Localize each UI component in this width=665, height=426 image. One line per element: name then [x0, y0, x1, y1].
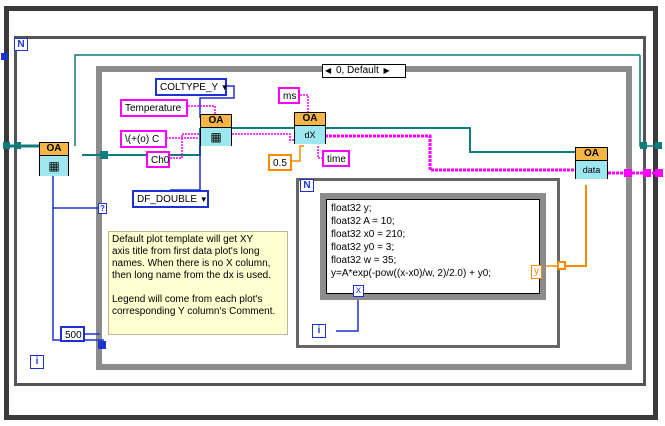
formula-line: float32 y0 = 3;	[331, 242, 395, 253]
formula-line: y=A*exp(-pow((x-x0)/w, 2)/2.0) + y0;	[331, 268, 492, 279]
oa-node-data-body: data	[576, 161, 607, 179]
oa-node-data-label: OA	[576, 148, 607, 161]
comment-line: corresponding Y column's Comment.	[112, 306, 276, 317]
str-wire-ch0	[170, 133, 200, 159]
oa-node-left[interactable]: OA ▦	[39, 142, 69, 176]
right-tunnel-2[interactable]	[655, 142, 662, 149]
dtype-constant[interactable]: DF_DOUBLE ▼	[132, 190, 209, 208]
comment-line: names. When there is no X column,	[112, 258, 271, 269]
left-tunnel-blue[interactable]	[1, 53, 8, 60]
coltype-constant[interactable]: COLTYPE_Y ▼	[155, 78, 229, 96]
formula-input-x[interactable]: x	[353, 285, 364, 297]
coltype-value: COLTYPE_Y	[160, 82, 218, 93]
chevron-down-icon: ▼	[199, 195, 208, 204]
left-tunnel-2[interactable]	[14, 142, 21, 149]
ms-constant[interactable]: ms	[278, 87, 300, 104]
int-wire-coltype	[199, 85, 235, 118]
right-tunnel-pink-1[interactable]	[624, 169, 632, 177]
comment-line: Default plot template will get XY	[112, 234, 254, 245]
formula-node-text[interactable]: float32 y; float32 A = 10; float32 x0 = …	[326, 199, 540, 294]
dx-constant[interactable]: 0.5	[268, 154, 292, 171]
outer-loop-count-terminal[interactable]: N	[14, 38, 28, 51]
oa-node-dx-body: dX	[295, 126, 325, 144]
count-constant[interactable]: 500	[60, 326, 85, 342]
right-tunnel-pink-2[interactable]	[643, 169, 651, 177]
float-wire-dx	[292, 145, 304, 162]
case-next-arrow[interactable]: ▶	[383, 66, 390, 75]
formula-line: float32 y;	[331, 203, 372, 214]
int-wire-left	[52, 176, 104, 341]
oa-node-data[interactable]: OA data	[575, 147, 608, 179]
ref-wire-top	[74, 54, 640, 146]
temperature-constant[interactable]: Temperature	[120, 99, 188, 117]
block-diagram-comment: Default plot template will get XY axis t…	[108, 231, 288, 335]
comment-line: axis title from first data plot's long	[112, 246, 260, 257]
unwired-terminal[interactable]: ?	[98, 203, 107, 214]
oa-node-middle-label: OA	[201, 115, 231, 128]
chevron-down-icon: ▼	[220, 83, 229, 92]
str-wire-ms	[300, 94, 309, 114]
comment-line: Legend will come from each plot's	[112, 294, 263, 305]
inner-loop-count-terminal[interactable]: N	[300, 179, 314, 192]
left-tunnel-1[interactable]	[3, 142, 10, 149]
int-wire-i	[336, 290, 359, 332]
formula-line: float32 x0 = 210;	[331, 229, 406, 240]
oa-node-dx[interactable]: OA dX	[294, 112, 326, 144]
case-selector[interactable]: ◀ 0, Default ▶	[322, 64, 406, 78]
case-tunnel-count[interactable]	[98, 341, 106, 349]
table-icon: ▦	[201, 128, 231, 146]
formula-output-y[interactable]: y	[531, 265, 542, 279]
int-wire-dtype	[170, 146, 201, 191]
comment-line: then long name from the dx is used.	[112, 270, 271, 281]
right-tunnel-pink-3[interactable]	[655, 169, 663, 177]
auto-index-tunnel[interactable]	[557, 261, 566, 270]
str-wire-oa1-out	[232, 133, 294, 141]
float-wire-up	[566, 185, 587, 267]
inner-loop-index-terminal: i	[312, 324, 326, 338]
units-constant[interactable]: \(+(o) C	[120, 130, 167, 148]
ref-wire-oa2	[325, 127, 575, 153]
oa-node-left-label: OA	[40, 143, 68, 156]
str-wire-thick	[325, 134, 575, 172]
case-tunnel-left[interactable]	[100, 151, 108, 159]
outer-loop-index-terminal: i	[30, 355, 44, 369]
formula-line: float32 A = 10;	[331, 216, 395, 227]
right-tunnel-1[interactable]	[640, 142, 647, 149]
dtype-value: DF_DOUBLE	[137, 194, 198, 205]
comment-line	[112, 282, 284, 294]
ref-wire-right	[639, 55, 658, 147]
case-selector-label: 0, Default	[335, 65, 379, 76]
oa-node-dx-label: OA	[295, 113, 325, 126]
channel-constant[interactable]: Ch0	[146, 151, 170, 168]
case-prev-arrow[interactable]: ◀	[325, 66, 332, 75]
table-icon: ▦	[40, 156, 68, 176]
time-constant[interactable]: time	[322, 150, 350, 167]
oa-node-middle[interactable]: OA ▦	[200, 114, 232, 146]
formula-line: float32 w = 35;	[331, 255, 397, 266]
